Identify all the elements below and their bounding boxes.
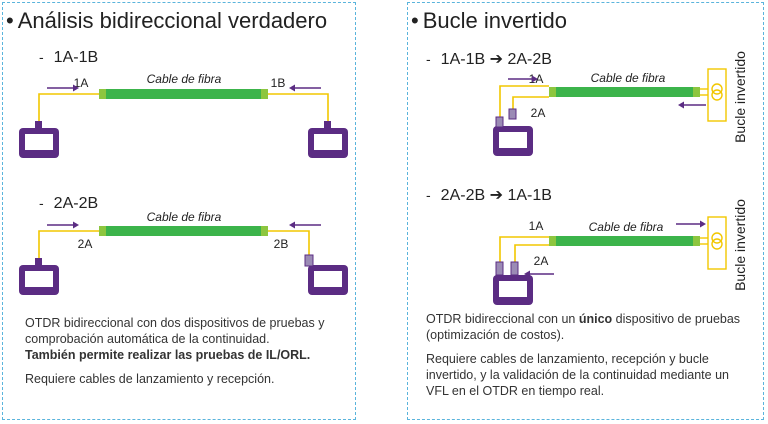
fiber-end: [99, 226, 106, 236]
port-2a-label: 2A: [531, 106, 546, 120]
right-diagram: Cable de fibra 1A 2A Bucle invertido: [493, 51, 748, 305]
otdr-device-icon: [19, 121, 59, 158]
fiber-end: [99, 89, 106, 99]
cable-label: Cable de fibra: [591, 71, 666, 85]
arrow-right-icon: [47, 221, 79, 229]
arrow-right-icon: [47, 84, 79, 92]
arrow-right-icon: [676, 220, 706, 228]
loopback-label: Bucle invertido: [732, 199, 748, 291]
port-1b-label: 1B: [271, 76, 286, 90]
panel-title: •Bucle invertido: [411, 8, 568, 33]
fiber-end: [693, 236, 700, 246]
otdr-device-icon: [308, 121, 348, 158]
arrow-right-icon: [508, 75, 538, 83]
receive-lead: [268, 230, 310, 255]
otdr-device-icon: [493, 261, 533, 305]
fiber-cable: [549, 236, 700, 246]
port-1a-label: 1A: [529, 219, 544, 233]
section-2a-2b-to-1a-1b-heading: -2A-2B ➔ 1A-1B: [426, 187, 552, 204]
launch-lead: [38, 93, 99, 128]
lead-1a: [499, 85, 549, 123]
cable-label: Cable de fibra: [589, 220, 664, 234]
loopback-label: Bucle invertido: [732, 51, 748, 143]
arrow-left-icon: [678, 101, 706, 109]
fiber-end: [693, 87, 700, 97]
section-1a-1b-to-2a-2b-heading: -1A-1B ➔ 2A-2B: [426, 51, 552, 68]
fiber-end: [261, 89, 268, 99]
otdr-device-icon: [304, 254, 348, 295]
loopback-coil-icon: [707, 68, 727, 122]
loopback-coil-icon: [707, 216, 727, 270]
loopback-panel: •Bucle invertido -1A-1B ➔ 2A-2B -2A-2B ➔…: [407, 2, 764, 420]
fiber-end: [549, 87, 556, 97]
fiber-end: [549, 236, 556, 246]
otdr-device-icon: [493, 108, 533, 156]
arrow-left-icon: [289, 221, 321, 229]
lead-1a: [499, 236, 549, 265]
setup-1a-1b: Cable de fibra 1A 1B: [19, 72, 348, 158]
arrow-left-icon: [289, 84, 321, 92]
fiber-cable: [549, 87, 700, 97]
receive-lead: [268, 93, 329, 128]
port-2a-label: 2A: [78, 237, 93, 251]
fiber-end: [261, 226, 268, 236]
true-bidirectional-panel: •Análisis bidireccional verdadero -1A-1B…: [2, 2, 356, 420]
setup-loopback-1: Cable de fibra 1A 2A Bucle invertido: [493, 51, 748, 156]
setup-loopback-2: Cable de fibra 1A 2A Bucle invertido: [493, 199, 748, 305]
port-2b-label: 2B: [274, 237, 289, 251]
left-diagram: Cable de fibra 1A 1B: [19, 72, 348, 295]
port-2a-label: 2A: [534, 254, 549, 268]
left-description: OTDR bidireccional con dos dispositivos …: [25, 316, 325, 386]
panel-title: •Análisis bidireccional verdadero: [6, 8, 328, 33]
fiber-cable: [99, 89, 268, 99]
cable-label: Cable de fibra: [147, 72, 222, 86]
port-1a-label: 1A: [74, 76, 89, 90]
launch-lead: [38, 230, 99, 265]
section-2a-2b-heading: -2A-2B: [39, 195, 99, 212]
lead-2a: [512, 96, 549, 113]
setup-2a-2b: Cable de fibra 2A 2B: [19, 210, 348, 295]
cable-label: Cable de fibra: [147, 210, 222, 224]
otdr-device-icon: [19, 258, 59, 295]
right-description: OTDR bidireccional con un único disposit…: [426, 312, 741, 398]
lead-2a: [514, 244, 549, 265]
section-1a-1b-heading: -1A-1B: [39, 49, 99, 66]
fiber-cable: [99, 226, 268, 236]
